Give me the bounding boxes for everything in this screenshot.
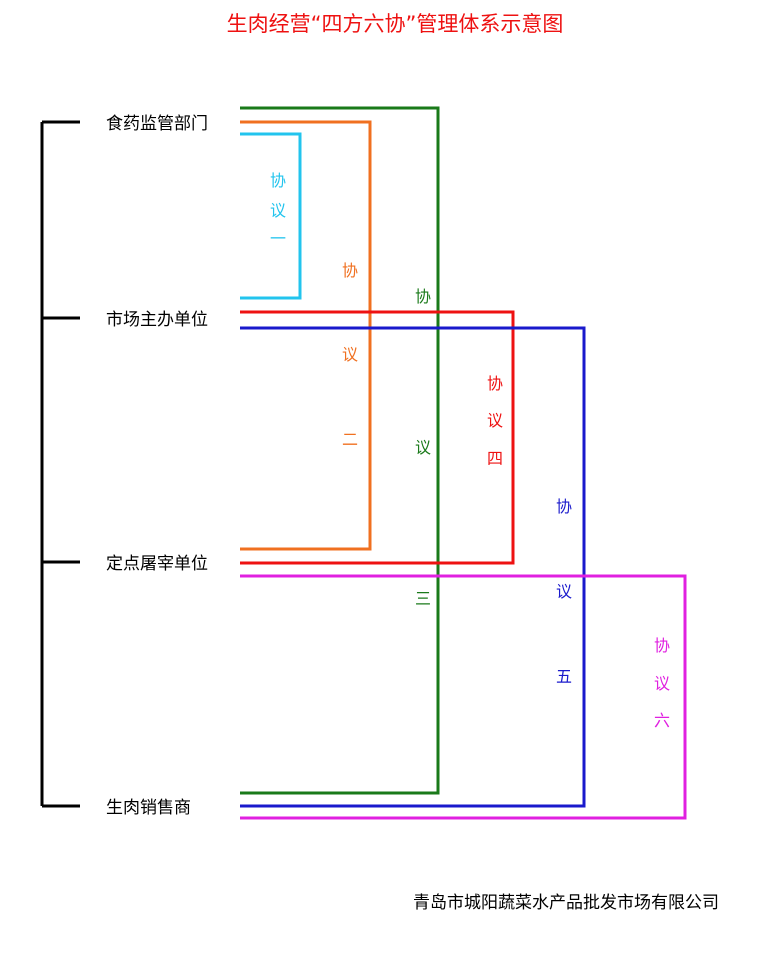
agreement-2-char-3: 二 bbox=[342, 430, 358, 449]
agreement-4-char-2: 议 bbox=[487, 411, 503, 430]
agreement-5-line bbox=[240, 326, 586, 808]
agreement-2-char-1: 协 bbox=[342, 261, 358, 280]
party-slaughterhouse: 定点屠宰单位 bbox=[106, 554, 208, 574]
agreement-6-char-1: 协 bbox=[654, 636, 670, 655]
agreement-5-char-3: 五 bbox=[556, 667, 572, 686]
agreement-5-label: 协 议 五 bbox=[556, 497, 572, 686]
agreement-3-char-1: 协 bbox=[415, 287, 431, 306]
agreement-4-label: 协 议 四 bbox=[487, 374, 503, 468]
agreement-5-char-2: 议 bbox=[556, 582, 572, 601]
agreement-1-line bbox=[240, 132, 302, 300]
agreement-4-line bbox=[240, 310, 515, 565]
agreement-2-label: 协 议 二 bbox=[342, 261, 358, 449]
agreement-4-char-3: 四 bbox=[487, 449, 503, 468]
agreement-1-char-3: 一 bbox=[270, 229, 286, 248]
page-title: 生肉经营“四方六协”管理体系示意图 bbox=[227, 12, 564, 36]
agreement-2-line bbox=[240, 120, 372, 551]
agreement-4-char-1: 协 bbox=[487, 374, 503, 393]
agreement-1-label: 协 议 一 bbox=[270, 171, 286, 248]
agreement-6-char-3: 六 bbox=[654, 711, 670, 730]
agreement-6-line bbox=[240, 574, 687, 820]
agreement-3-char-2: 议 bbox=[415, 438, 431, 457]
agreement-6-label: 协 议 六 bbox=[654, 636, 670, 730]
party-meat-seller: 生肉销售商 bbox=[106, 798, 191, 818]
party-bracket bbox=[40, 120, 80, 808]
agreement-1-char-2: 议 bbox=[270, 201, 286, 220]
agreement-3-char-3: 三 bbox=[415, 589, 431, 608]
agreement-6-char-2: 议 bbox=[654, 674, 670, 693]
footer-company-name: 青岛市城阳蔬菜水产品批发市场有限公司 bbox=[413, 893, 719, 913]
party-market-host: 市场主办单位 bbox=[106, 310, 208, 330]
agreement-2-char-2: 议 bbox=[342, 345, 358, 364]
party-food-drug-dept: 食药监管部门 bbox=[106, 114, 208, 134]
agreement-3-label: 协 议 三 bbox=[415, 287, 431, 608]
agreement-1-char-1: 协 bbox=[270, 171, 286, 190]
agreement-5-char-1: 协 bbox=[556, 497, 572, 516]
agreement-3-line bbox=[240, 106, 440, 795]
